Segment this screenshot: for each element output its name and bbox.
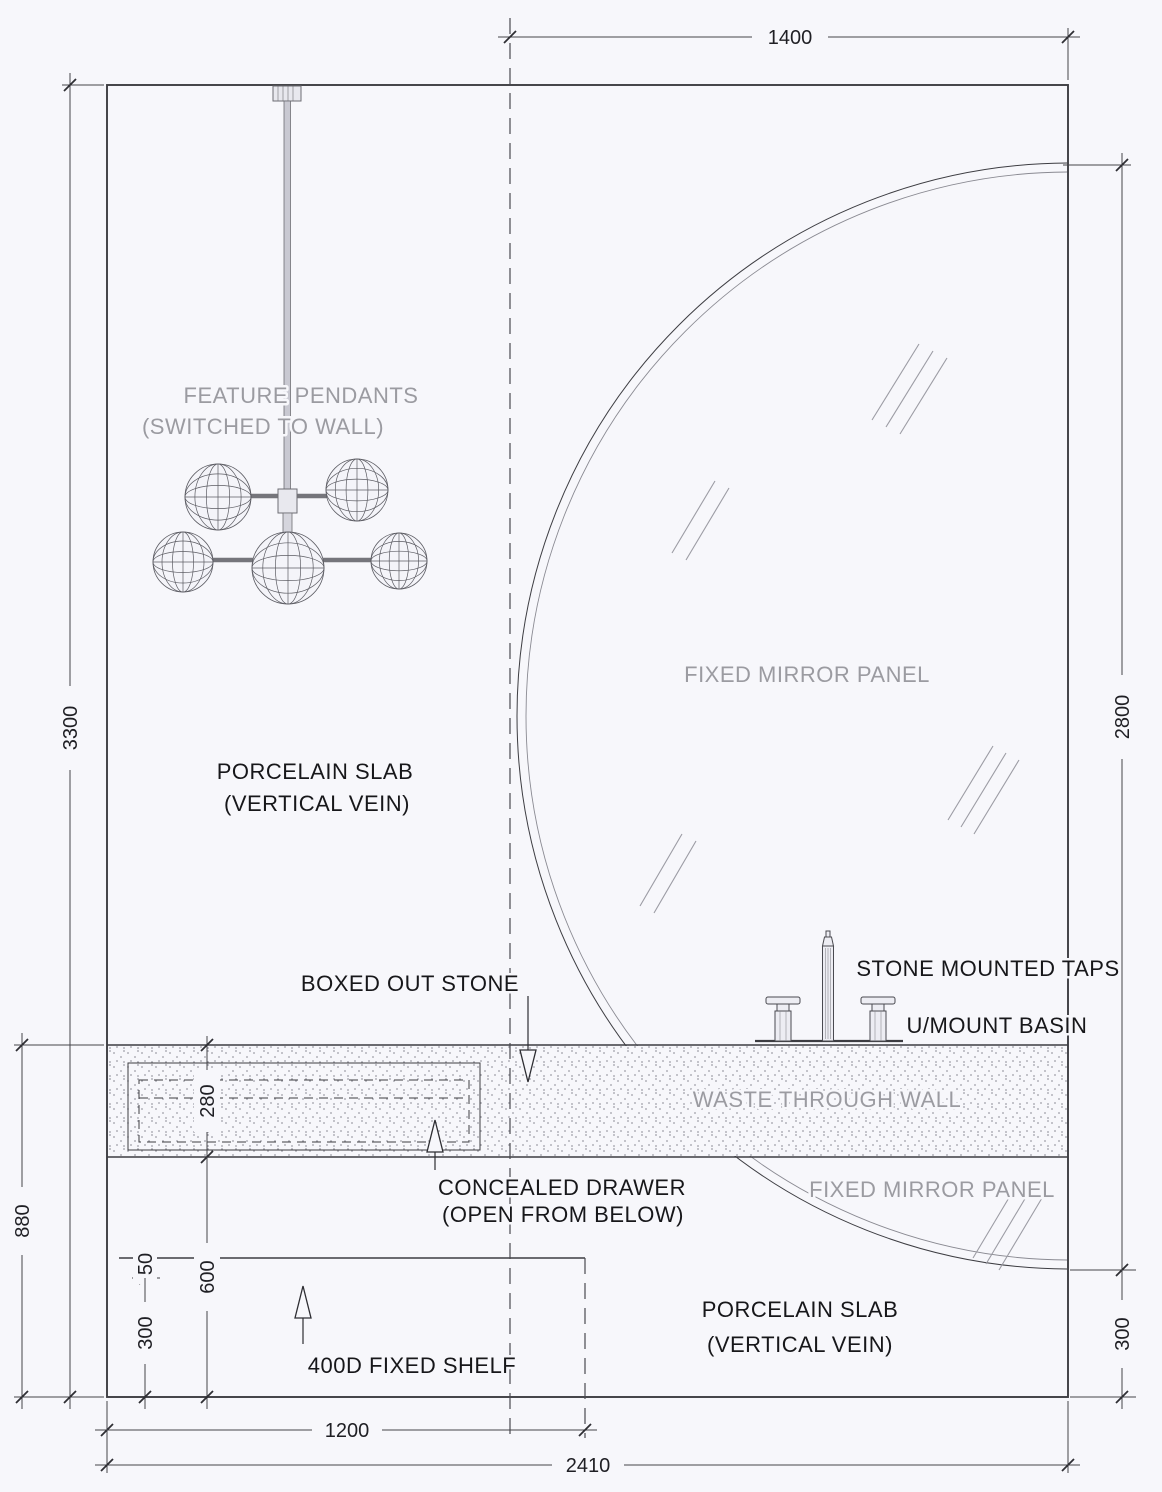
dim-top-width-value: 1400 bbox=[768, 27, 813, 49]
elevation-outline bbox=[106, 84, 1069, 1398]
concealed-drawer-outline bbox=[127, 1062, 481, 1151]
pendant-globe bbox=[370, 532, 428, 590]
pendant-light bbox=[152, 85, 428, 605]
dim-mirror-height-value: 2800 bbox=[1112, 695, 1134, 740]
tap-handle-left bbox=[765, 996, 801, 1042]
label-waste-through-wall: WASTE THROUGH WALL bbox=[693, 1087, 962, 1112]
dim-under-stone-height-value: 600 bbox=[197, 1260, 219, 1293]
label-feature-pendants-line2: (SWITCHED TO WALL) bbox=[142, 414, 384, 439]
dim-vanity-zone-height-value: 880 bbox=[12, 1204, 34, 1237]
label-concealed-drawer-line2: (OPEN FROM BELOW) bbox=[442, 1202, 684, 1227]
label-fixed-mirror-upper: FIXED MIRROR PANEL bbox=[684, 662, 930, 687]
pendant-globe bbox=[184, 463, 252, 531]
taps bbox=[755, 930, 903, 1043]
leader-boxed-out-stone bbox=[519, 996, 537, 1083]
dim-stone-fascia-height-value: 280 bbox=[197, 1084, 219, 1117]
dim-under-stone-height: 600 bbox=[194, 1157, 220, 1409]
mirror-reflection-marks bbox=[639, 343, 1043, 1271]
label-concealed-drawer-line1: CONCEALED DRAWER bbox=[438, 1175, 686, 1200]
tap-handle-right bbox=[860, 996, 896, 1042]
dim-shelf-width-value: 1200 bbox=[325, 1420, 370, 1442]
pendant-globe bbox=[152, 531, 214, 593]
label-porcelain-right-line1: PORCELAIN SLAB bbox=[702, 1297, 899, 1322]
dim-overall-height-value: 3300 bbox=[60, 706, 82, 751]
label-porcelain-left-line2: (VERTICAL VEIN) bbox=[224, 791, 410, 816]
dim-mirror-off-floor: 300 bbox=[1070, 1270, 1136, 1409]
mirror-panel bbox=[516, 162, 1067, 1271]
stone-counter-band bbox=[107, 1044, 1068, 1158]
pendant-globe bbox=[251, 531, 325, 605]
label-porcelain-left-line1: PORCELAIN SLAB bbox=[217, 759, 414, 784]
leader-concealed-drawer bbox=[426, 1119, 444, 1170]
pendant-canopy bbox=[272, 85, 302, 102]
label-umount-basin: U/MOUNT BASIN bbox=[907, 1013, 1088, 1038]
dim-mirror-off-floor-value: 300 bbox=[1112, 1317, 1134, 1350]
dim-shelf-width: 1200 bbox=[95, 1416, 597, 1443]
tap-spout bbox=[821, 930, 835, 1042]
label-stone-mounted-taps: STONE MOUNTED TAPS bbox=[856, 956, 1119, 981]
pendant-globe bbox=[325, 458, 389, 522]
label-boxed-out-stone: BOXED OUT STONE bbox=[301, 971, 519, 996]
label-porcelain-right-line2: (VERTICAL VEIN) bbox=[707, 1332, 893, 1357]
dim-shelf-off-floor: 300 bbox=[132, 1278, 158, 1409]
dim-overall-width-value: 2410 bbox=[566, 1455, 611, 1477]
dim-overall-width: 2410 bbox=[95, 1401, 1080, 1478]
dim-stone-fascia-height: 280 bbox=[194, 1036, 220, 1166]
label-fixed-mirror-lower: FIXED MIRROR PANEL bbox=[809, 1177, 1055, 1202]
dim-mirror-height: 2800 bbox=[1063, 153, 1136, 1282]
pendant-hub bbox=[277, 488, 298, 514]
dim-shelf-thickness-value: 50 bbox=[135, 1253, 157, 1275]
dim-vanity-zone-height: 880 bbox=[9, 1033, 104, 1409]
dim-top-width: 1400 bbox=[498, 23, 1080, 80]
dim-shelf-thickness: 50 bbox=[132, 1244, 160, 1288]
dim-overall-height: 3300 bbox=[14, 73, 104, 1409]
leader-fixed-shelf bbox=[294, 1285, 312, 1344]
dim-shelf-off-floor-value: 300 bbox=[135, 1316, 157, 1349]
label-feature-pendants-line1: FEATURE PENDANTS bbox=[184, 383, 419, 408]
label-fixed-shelf: 400D FIXED SHELF bbox=[308, 1353, 517, 1378]
